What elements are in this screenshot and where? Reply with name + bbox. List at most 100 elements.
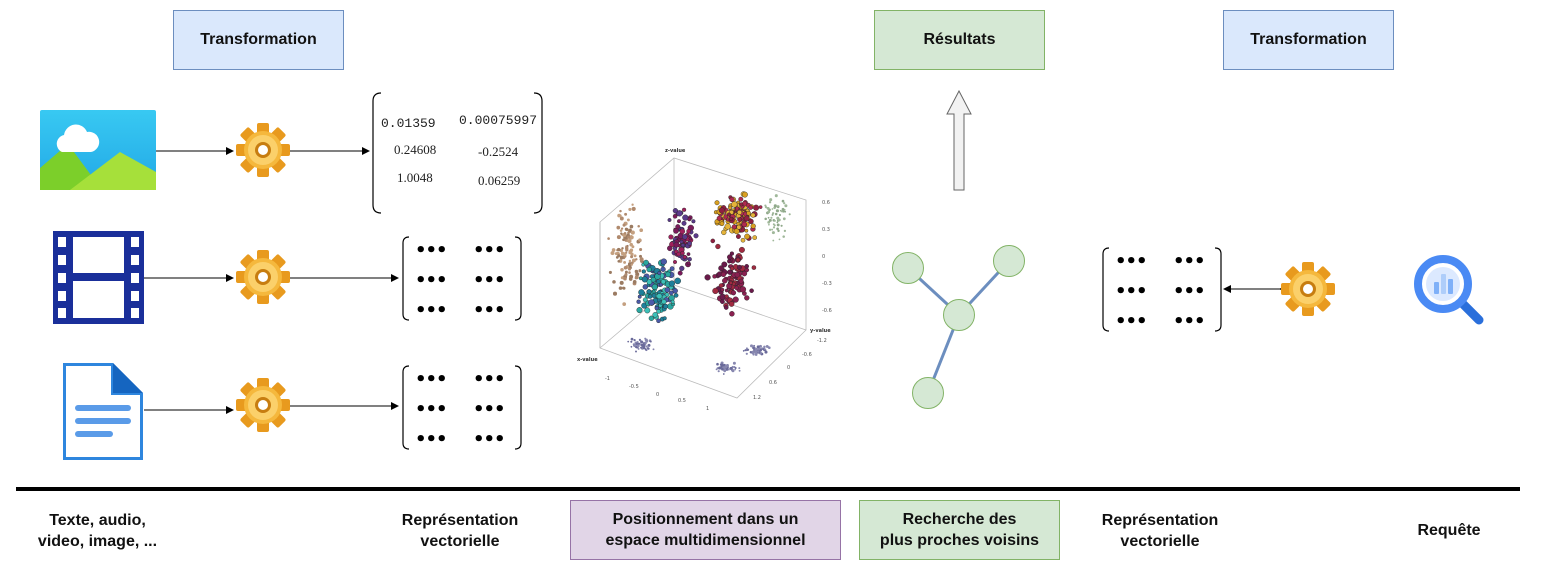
scatter-point [745,347,748,350]
ellipsis-cell: ••• [415,369,448,390]
timeline-rule [16,487,1520,491]
scatter-point [784,204,788,208]
scatter-point [724,223,731,230]
scatter-point [679,228,686,235]
scatter-point [727,368,730,371]
scatter-point [638,254,643,258]
scatter-point [679,265,685,272]
graph-node [912,377,944,409]
scatter-point [624,227,628,231]
scatter-point [622,252,627,257]
scatter-point [729,366,733,370]
scatter-point [630,345,633,348]
x-tick: 1 [706,406,709,412]
scatter-point [720,287,725,292]
scatter-point [751,351,754,354]
scatter-point [728,205,733,210]
ellipsis-cell: ••• [473,399,506,420]
scatter-point [632,343,635,346]
scatter-point [627,235,631,239]
scatter-point [623,260,627,264]
scatter-point [630,230,635,235]
positioning-text: Positionnement dans un espace multidimen… [605,511,806,549]
scatter-point [773,224,776,227]
scatter-point [735,234,741,239]
gear-icon [236,250,290,304]
scatter-point [734,285,739,291]
scatter-point [720,271,727,278]
scatter-point [729,216,734,221]
scatter-point [718,283,724,288]
scatter-point [630,337,634,341]
scatter-point [767,210,771,214]
ellipsis-cell: ••• [1115,251,1148,272]
scatter-point [770,216,773,219]
z-tick: -0.3 [822,281,832,287]
transformation-header-right-text: Transformation [1250,31,1367,48]
vector-value: 0.24608 [394,142,437,157]
scatter-point [612,280,616,284]
scatter-point [623,231,627,235]
scatter-point [639,257,644,262]
scatter-point [768,223,770,226]
scatter-point [638,269,642,272]
scatter-point [741,221,747,228]
scatter-point [759,349,763,352]
scatter-point [615,256,619,259]
scatter-point [739,202,744,207]
scatter-point [631,203,634,206]
scatter-point [647,347,650,350]
scatter-point [730,290,737,296]
scatter-point [686,252,691,256]
matrix-brackets-document [402,365,522,450]
scatter-point [748,218,754,225]
scatter-point [767,216,770,219]
scatter-point [681,220,687,226]
scatter-point [673,293,679,298]
scatter-point [752,346,755,350]
scatter-point [624,212,628,216]
y-tick: -0.6 [802,352,812,358]
scatter-point [716,215,722,221]
scatter-point [676,251,681,257]
scatter-point [735,206,740,211]
scatter-point [620,227,624,230]
scatter-point [736,224,742,230]
scatter-point [625,248,629,252]
scatter-point [738,367,741,370]
scatter-point [725,368,729,371]
scatter-point [665,271,671,278]
scatter-point [750,212,756,218]
scatter-point [727,254,733,260]
scatter-point [775,209,779,213]
scatter-point [723,305,729,310]
scatter-point [704,274,711,281]
scatter-point [674,277,681,285]
scatter-point [730,266,735,271]
vector-value: 0.01359 [381,116,436,131]
transformation-header-left: Transformation [173,10,344,70]
scatter-point [660,258,667,265]
scatter-point [765,344,769,348]
scatter-point [624,273,628,277]
scatter-point [729,196,735,203]
scatter-point [712,274,717,279]
scatter-point [651,283,658,290]
graph-node [892,252,924,284]
scatter-point [645,345,648,348]
scatter-point [753,351,757,354]
scatter-point [738,369,741,372]
ellipsis-cell: ••• [415,429,448,450]
ellipsis-cell: ••• [1115,281,1148,302]
scatter-point [740,237,746,243]
scatter-point [737,264,742,270]
scatter-point [744,295,750,301]
ellipsis-cell: ••• [473,369,506,390]
scatter-point [688,236,693,241]
scatter-point [630,252,634,256]
scatter-point [750,344,753,348]
x-axis-label: x-value [577,357,598,363]
y-tick: 0.6 [769,380,777,386]
scatter-point [631,206,636,211]
scatter-point [724,365,728,369]
